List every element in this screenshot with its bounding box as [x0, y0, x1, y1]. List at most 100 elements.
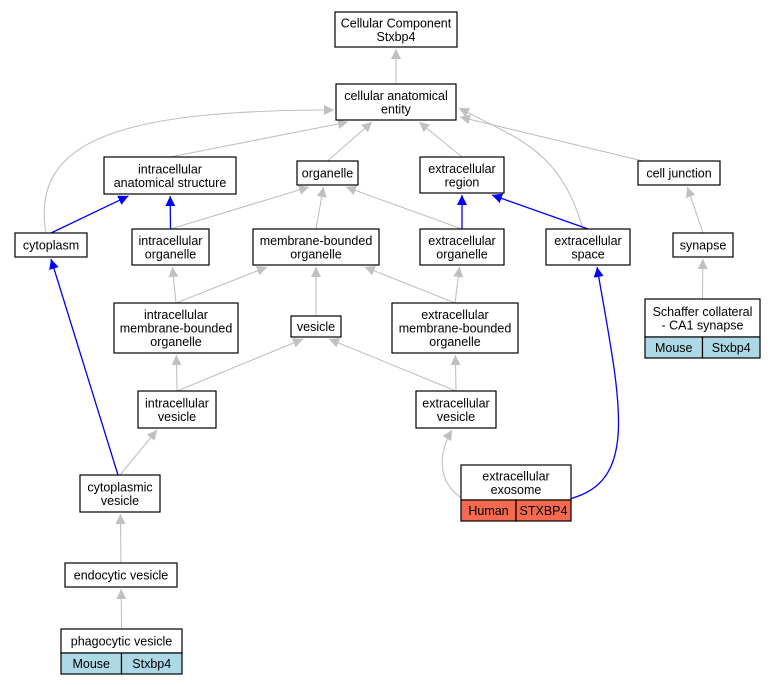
node-syn[interactable]: synapse [672, 232, 734, 258]
node-box [545, 228, 631, 266]
edge-organelle-to-cae [327, 121, 373, 162]
edge-cv-to-cyto [49, 258, 119, 476]
node-organelle[interactable]: organelle [296, 160, 359, 186]
node-label: entity [381, 102, 412, 116]
gene-cell [515, 499, 572, 522]
node-label: cell junction [646, 167, 711, 181]
node-label: region [445, 175, 480, 189]
node-label: membrane-bounded [260, 234, 373, 248]
edge-syn-to-cj [685, 186, 704, 234]
node-box [131, 228, 210, 266]
node-box [290, 315, 342, 338]
node-box [137, 390, 217, 429]
edge-iv-to-imbo [171, 354, 182, 392]
node-label: cellular anatomical [344, 89, 448, 103]
node-label: membrane-bounded [120, 322, 233, 336]
node-label: extracellular [428, 162, 495, 176]
edge-eo-to-organelle [345, 185, 463, 230]
node-label: Cellular Component [341, 16, 452, 30]
edge-ev-to-embo [450, 354, 461, 392]
node-label: extracellular [422, 396, 489, 410]
gene-cell [120, 652, 183, 675]
node-label: intracellular [139, 234, 203, 248]
node-label: phagocytic vesicle [71, 635, 172, 649]
node-label: vesicle [297, 320, 335, 334]
node-label: organelle [145, 247, 196, 261]
node-label: vesicle [437, 410, 475, 424]
node-cyto[interactable]: cytoplasm [14, 232, 88, 258]
node-label: extracellular [421, 308, 488, 322]
node-box [419, 228, 505, 266]
edge-es-to-cae [458, 107, 584, 230]
node-box [644, 298, 761, 338]
node-label: intracellular [145, 396, 209, 410]
node-label: vesicle [101, 494, 139, 508]
gene-label: Stxbp4 [132, 657, 171, 671]
edge-imbo-to-io [168, 266, 179, 304]
edge-cj-to-cae [459, 114, 644, 162]
species-label: Human [468, 504, 508, 518]
gene-cell [701, 336, 761, 359]
edge-imbo-to-mbo [175, 266, 268, 304]
node-box [79, 474, 161, 513]
edge-cv-to-iv [119, 429, 158, 476]
edge-ev-to-ves [328, 338, 457, 392]
node-box [103, 156, 237, 195]
node-box [335, 83, 457, 121]
edge-es-to-ecr [491, 193, 589, 230]
node-label: endocytic vesicle [74, 569, 169, 583]
edge-layer [43, 49, 708, 630]
node-label: exosome [491, 483, 542, 497]
edge-cyto-to-cae [43, 105, 335, 234]
node-label: organelle [436, 247, 487, 261]
node-box [64, 562, 178, 588]
node-box [252, 228, 380, 266]
gene-label: STXBP4 [520, 504, 568, 518]
node-box [460, 464, 572, 501]
edge-endo-to-cv [115, 513, 126, 564]
edge-exo-to-es [570, 266, 620, 500]
edge-embo-to-eo [453, 266, 464, 304]
node-box [672, 232, 734, 258]
node-endo[interactable]: endocytic vesicle [64, 562, 178, 588]
gene-label: Stxbp4 [712, 341, 751, 355]
edge-cyto-to-ias [50, 195, 129, 234]
node-box [14, 232, 88, 258]
edge-exo-to-ev [441, 429, 462, 498]
edge-ecr-to-cae [418, 121, 463, 158]
node-box [419, 156, 505, 194]
node-label: organelle [290, 247, 341, 261]
node-box [296, 160, 359, 186]
node-box [415, 390, 497, 429]
edge-ias-to-cae [169, 119, 349, 158]
node-label: extracellular [554, 234, 621, 248]
node-label: organelle [302, 167, 353, 181]
node-label: extracellular [428, 234, 495, 248]
node-ves[interactable]: vesicle [290, 315, 342, 338]
node-label: cytoplasm [23, 239, 79, 253]
node-label: synapse [680, 239, 727, 253]
node-box [637, 160, 721, 186]
node-label: membrane-bounded [399, 322, 512, 336]
node-label: Stxbp4 [377, 30, 416, 44]
node-label: intracellular [138, 162, 202, 176]
node-cj[interactable]: cell junction [637, 160, 721, 186]
